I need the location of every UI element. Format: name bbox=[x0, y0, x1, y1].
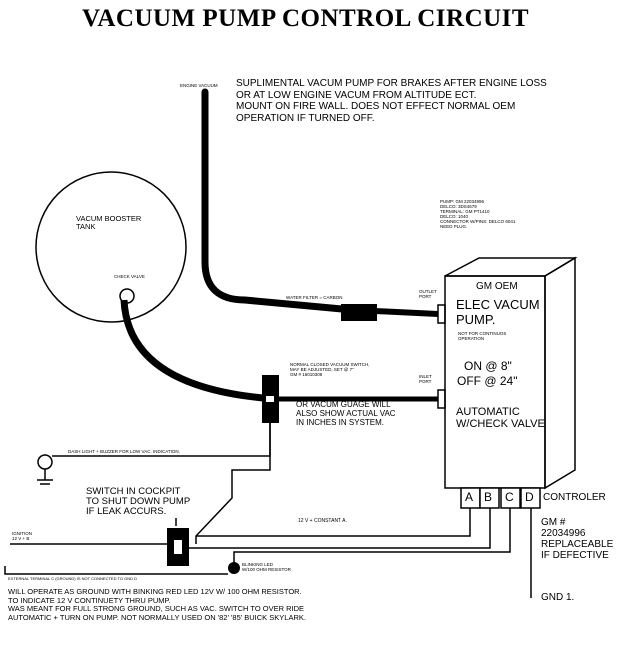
bottom-note: WILL OPERATE AS GROUND WITH BINKING RED … bbox=[8, 587, 306, 622]
blinking-led-note: BLINKING LED W/100 OHM RESISTOR bbox=[242, 562, 291, 572]
external-note: EXTERNAL TERMINAL C (GROUND) IS NOT CONN… bbox=[8, 576, 137, 581]
not-continuous-label: NOT FOR CONTINUOS OPERATION bbox=[458, 331, 507, 341]
terminal-b-label: B bbox=[484, 490, 493, 504]
on-threshold: ON @ 8" bbox=[464, 359, 512, 373]
blinking-led bbox=[228, 562, 240, 574]
ground-line bbox=[4, 566, 228, 575]
booster-tank-label: VACUM BOOSTER TANK bbox=[76, 214, 142, 231]
controller-label: CONTROLER bbox=[543, 492, 606, 503]
pump-box-side bbox=[544, 256, 576, 490]
switch-to-cockpit-wire bbox=[195, 423, 271, 544]
inlet-port-label: INLET PORT bbox=[419, 374, 432, 384]
gauge-note: OR VACUM GUAGE WILL ALSO SHOW ACTUAL VAC… bbox=[296, 400, 396, 427]
pump-box-top bbox=[444, 257, 578, 277]
pump-parts-note: PUMP: GM 22034996 DELCO: 3DS4679 TERMINA… bbox=[440, 199, 516, 229]
pump-box-line2: ELEC VACUM bbox=[456, 297, 540, 312]
switch-to-b-wire bbox=[189, 508, 491, 549]
automatic-label: AUTOMATIC W/CHECK VALVE bbox=[456, 406, 545, 430]
terminal-d-label: D bbox=[525, 490, 534, 504]
constant-wire bbox=[196, 508, 471, 537]
dash-light-note: DASH LIGHT + BUZZER FOR LOW VAC. INDICAT… bbox=[68, 449, 180, 454]
led-wire bbox=[233, 508, 511, 566]
inlet-port bbox=[437, 389, 446, 409]
ignition-label: IGNITION 12 V + B bbox=[12, 531, 32, 541]
gnd-label: GND 1. bbox=[541, 592, 575, 603]
constant-label: 12 V + CONSTANT A. bbox=[298, 518, 347, 524]
description-note: SUPLIMENTAL VACUM PUMP FOR BRAKES AFTER … bbox=[236, 78, 547, 124]
cockpit-switch-note: SWITCH IN COCKPIT TO SHUT DOWN PUMP IF L… bbox=[86, 486, 191, 517]
water-filter bbox=[341, 304, 377, 321]
terminal-c-label: C bbox=[505, 490, 514, 504]
pump-box-line3: PUMP. bbox=[456, 312, 496, 327]
water-filter-label: WATER FILTER = CARBON bbox=[286, 295, 343, 300]
outlet-port bbox=[437, 304, 446, 324]
check-valve-label: CHECK VALVE bbox=[114, 274, 145, 279]
vacuum-booster-tank bbox=[35, 171, 187, 323]
gm-note: GM # 22034996 REPLACEABLE IF DEFECTIVE bbox=[541, 517, 614, 561]
off-threshold: OFF @ 24" bbox=[457, 374, 518, 388]
page-title: VACUUM PUMP CONTROL CIRCUIT bbox=[82, 5, 530, 32]
dash-light bbox=[37, 454, 53, 470]
outlet-port-label: OUTLET PORT bbox=[419, 289, 437, 299]
terminal-a-label: A bbox=[465, 490, 474, 504]
vacuum-switch-note: NORMAL CLOSED VACUUM SWITCH, MAY BE ADJU… bbox=[290, 362, 370, 378]
engine-vacuum-label: ENGINE VACUUM bbox=[180, 83, 218, 88]
engine-vacuum-hose bbox=[201, 88, 346, 313]
pump-box-line1: GM OEM bbox=[476, 281, 518, 292]
booster-hose bbox=[120, 299, 264, 402]
outlet-hose bbox=[374, 308, 439, 317]
